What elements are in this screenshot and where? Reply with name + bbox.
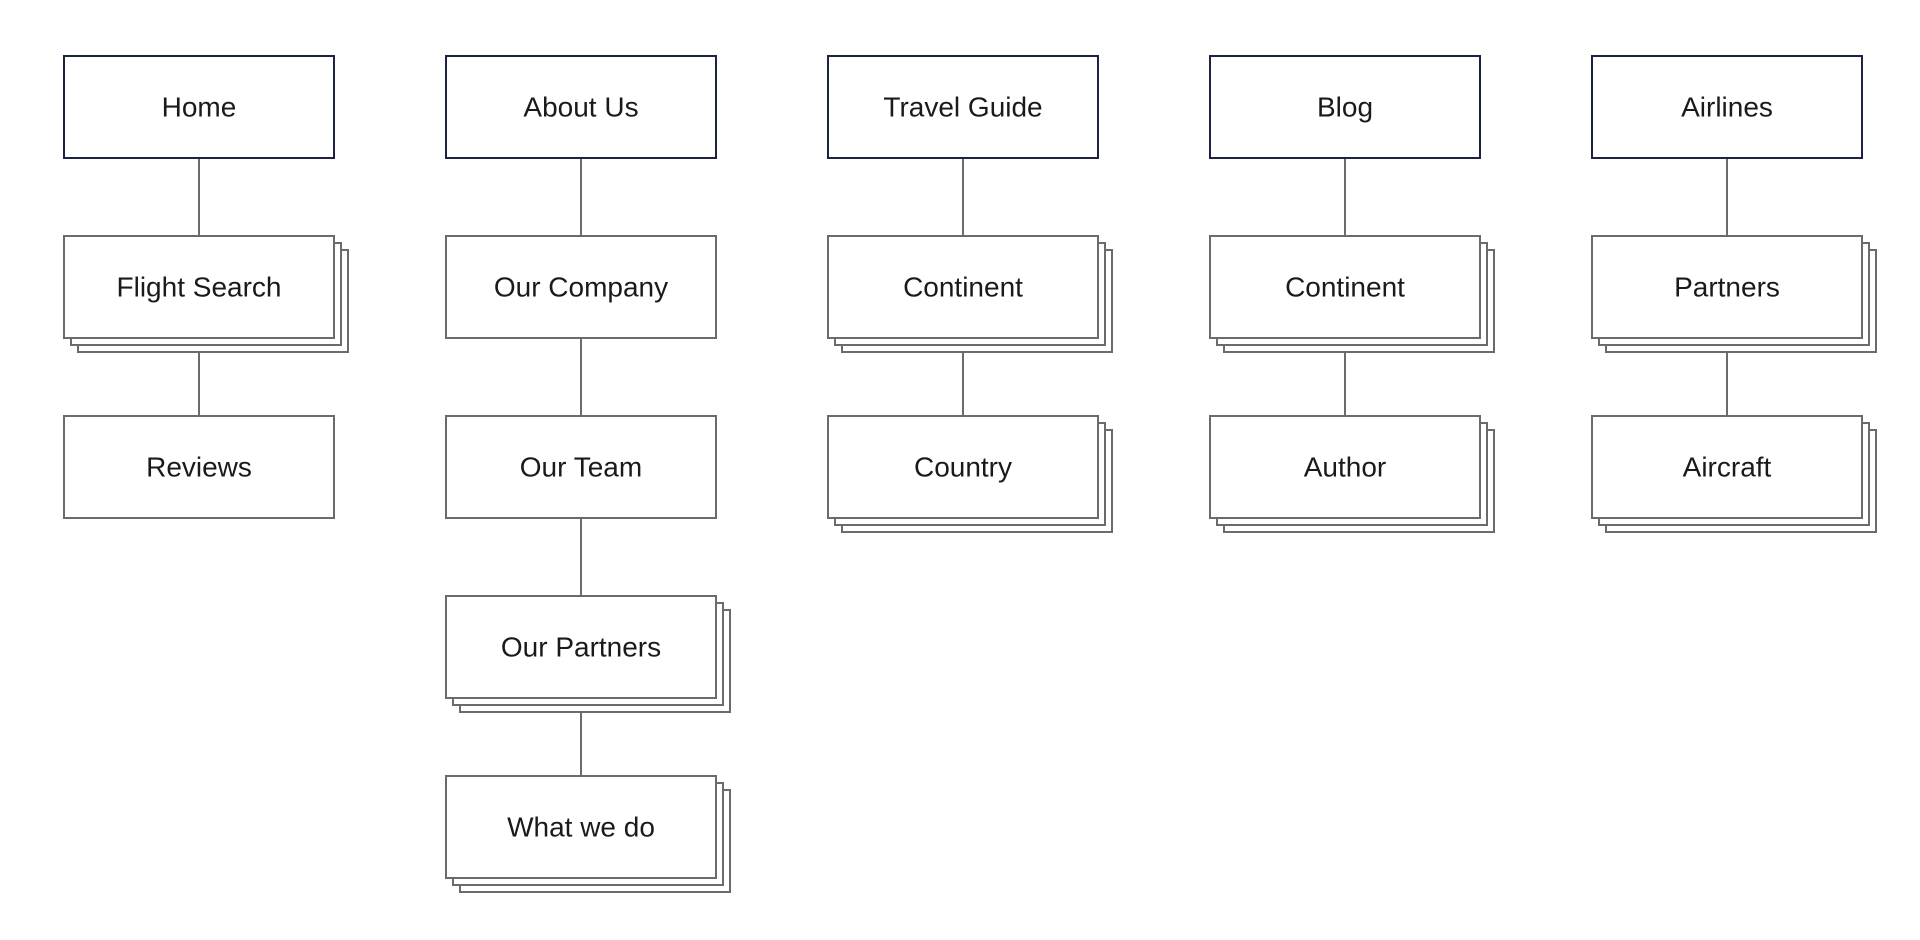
node-label: Home (162, 92, 237, 123)
sitemap-top-node: Travel Guide (827, 55, 1099, 159)
sitemap-page-group: Our Partners (445, 595, 731, 713)
node-label: Author (1304, 452, 1387, 483)
node-box (63, 55, 335, 159)
node-box (1209, 235, 1481, 339)
node-box (1591, 235, 1863, 339)
node-label: Continent (903, 272, 1023, 303)
node-box (445, 595, 717, 699)
sitemap-page-group: Partners (1591, 235, 1877, 353)
node-box (445, 55, 717, 159)
sitemap-page: Reviews (63, 415, 335, 519)
node-label: Our Partners (501, 632, 661, 663)
sitemap-page: Our Team (445, 415, 717, 519)
node-label: Aircraft (1683, 452, 1772, 483)
sitemap-page-group: Country (827, 415, 1113, 533)
sitemap-page-group: Author (1209, 415, 1495, 533)
node-box (445, 415, 717, 519)
sitemap-top-node: Blog (1209, 55, 1481, 159)
node-label: Travel Guide (883, 92, 1042, 123)
node-box (827, 55, 1099, 159)
sitemap-top-node: Home (63, 55, 335, 159)
sitemap-page-group: Continent (1209, 235, 1495, 353)
node-label: Our Company (494, 272, 668, 303)
node-label: Partners (1674, 272, 1780, 303)
node-label: Airlines (1681, 92, 1773, 123)
sitemap-page-group: Aircraft (1591, 415, 1877, 533)
node-box (827, 235, 1099, 339)
node-label: Blog (1317, 92, 1373, 123)
node-label: Our Team (520, 452, 642, 483)
sitemap-page-group: Continent (827, 235, 1113, 353)
node-label: Continent (1285, 272, 1405, 303)
node-label: What we do (507, 812, 655, 843)
node-box (1591, 55, 1863, 159)
sitemap-top-node: Airlines (1591, 55, 1863, 159)
sitemap-page: Our Company (445, 235, 717, 339)
node-box (1591, 415, 1863, 519)
node-box (63, 415, 335, 519)
node-box (445, 235, 717, 339)
node-label: Country (914, 452, 1012, 483)
node-label: About Us (523, 92, 638, 123)
node-box (1209, 55, 1481, 159)
sitemap-page-group: What we do (445, 775, 731, 893)
node-box (63, 235, 335, 339)
node-label: Reviews (146, 452, 252, 483)
node-label: Flight Search (117, 272, 282, 303)
node-box (1209, 415, 1481, 519)
sitemap-page-group: Flight Search (63, 235, 349, 353)
sitemap-top-node: About Us (445, 55, 717, 159)
node-box (445, 775, 717, 879)
node-box (827, 415, 1099, 519)
